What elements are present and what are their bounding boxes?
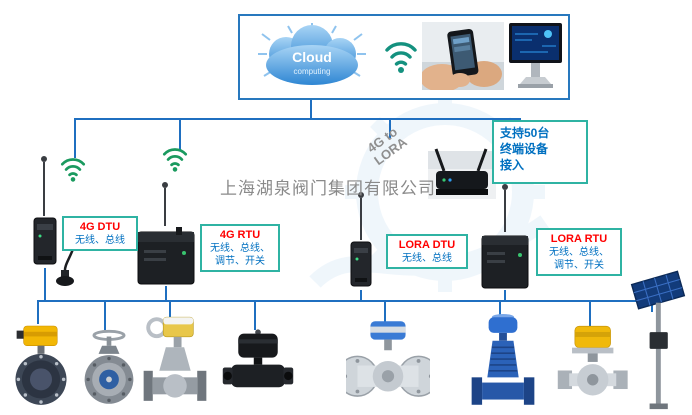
lora-rtu-device [481, 235, 529, 289]
cloud-computing-icon: Cloud computing [258, 23, 366, 85]
cloud-subtitle: computing [294, 67, 331, 76]
label-4g-dtu-desc: 无线、总线 [75, 235, 125, 247]
connector-line [310, 96, 312, 120]
manual-butterfly-valve-image [84, 329, 134, 404]
lora-dtu-device [350, 241, 372, 287]
antenna-rod [360, 198, 362, 240]
blue-globe-valve-actuator-image [471, 313, 535, 405]
wifi-signal-icon [60, 158, 86, 182]
connector-line [504, 290, 506, 300]
antenna-tip [41, 156, 47, 162]
antenna-rod [164, 188, 166, 226]
hand-holding-phone-image [422, 22, 504, 90]
label-lora-rtu-desc2: 调节、开关 [554, 260, 604, 272]
electric-gate-valve-image [143, 316, 207, 401]
connector-bus-bottom [38, 300, 652, 302]
cloud-title: Cloud [292, 49, 332, 65]
connector-line [37, 300, 39, 324]
4g-dtu-device [33, 217, 57, 265]
antenna-tip [162, 182, 168, 188]
connector-line [389, 118, 391, 138]
connector-line [165, 286, 167, 300]
yellow-actuator-ball-valve-image [557, 325, 628, 396]
support-line-3: 接入 [500, 158, 525, 173]
wifi-signal-icon [162, 148, 188, 172]
label-lora-dtu-title: LORA DTU [398, 239, 456, 251]
label-4g-rtu-desc2: 调节、开关 [215, 256, 265, 268]
support-line-2: 终端设备 [500, 142, 549, 157]
black-electric-ball-valve-image [222, 329, 294, 388]
connector-line [74, 118, 76, 158]
desktop-monitor-image [509, 23, 562, 88]
4g-rtu-device [137, 227, 195, 285]
connector-line [44, 268, 46, 300]
label-4g-dtu-title: 4G DTU [79, 221, 121, 233]
label-lora-rtu: LORA RTU 无线、总线、 调节、开关 [536, 228, 622, 277]
company-watermark: 上海湖泉阀门集团有限公司 [220, 179, 436, 198]
label-lora-dtu: LORA DTU 无线、总线 [386, 234, 468, 270]
support-line-1: 支持50台 [500, 126, 550, 140]
label-4g-dtu: 4G DTU 无线、总线 [62, 216, 138, 252]
label-4g-rtu-desc1: 无线、总线、 [210, 243, 270, 255]
cloud-platform-box: Cloud computing [238, 14, 570, 100]
antenna-rod [43, 162, 45, 216]
connector-line [651, 300, 653, 312]
label-4g-rtu: 4G RTU 无线、总线、 调节、开关 [200, 224, 280, 273]
solar-power-pole-image [630, 270, 686, 410]
antenna-tip [358, 192, 364, 198]
connector-line [360, 290, 362, 300]
antenna-rod [504, 190, 506, 232]
wifi-signal-icon [385, 42, 417, 73]
label-4g-rtu-title: 4G RTU [219, 229, 261, 241]
connector-line [179, 118, 181, 150]
connector-line [104, 300, 106, 330]
flanged-ball-valve-actuator-image [346, 321, 430, 397]
label-lora-rtu-desc1: 无线、总线、 [549, 247, 609, 259]
electric-butterfly-valve-image [15, 325, 67, 405]
lora-gateway-device [428, 148, 496, 199]
connector-line [169, 300, 171, 318]
connector-line [384, 300, 386, 322]
connector-bus-top [75, 118, 521, 120]
label-lora-dtu-desc: 无线、总线 [402, 253, 452, 265]
label-support-50-terminals: 支持50台 终端设备 接入 [492, 120, 588, 184]
connector-line [254, 300, 256, 330]
connector-line [589, 300, 591, 326]
antenna-tip [502, 184, 508, 190]
label-lora-rtu-title: LORA RTU [550, 233, 608, 245]
connector-line [499, 300, 501, 316]
